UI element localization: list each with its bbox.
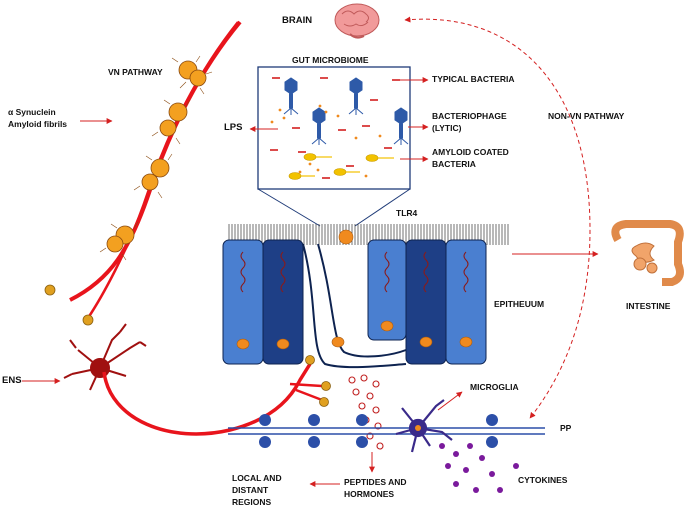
typical-bacteria bbox=[270, 77, 400, 179]
synuclein-label-line1: α Synuclein bbox=[8, 107, 56, 117]
local-regions-line1: LOCAL AND bbox=[232, 473, 282, 483]
bacteriophage-label-line2: (LYTIC) bbox=[432, 123, 462, 133]
microglia-arrow bbox=[437, 391, 463, 411]
pp-membrane bbox=[228, 414, 545, 448]
bacteriophage-label-line1: BACTERIOPHAGE bbox=[432, 111, 507, 121]
cytokines-label: CYTOKINES bbox=[518, 475, 568, 485]
brain-icon bbox=[334, 3, 380, 39]
nerve-terminals bbox=[305, 355, 331, 407]
epitheuum-label: EPITHEUUM bbox=[494, 299, 545, 309]
peptides-label-line1: PEPTIDES AND bbox=[344, 477, 407, 487]
ens-nerve-branch bbox=[289, 382, 323, 402]
intestine-icon bbox=[611, 220, 684, 286]
bacteriophage-icons bbox=[283, 77, 409, 145]
local-regions-line2: DISTANT bbox=[232, 485, 269, 495]
vn-pathway-label: VN PATHWAY bbox=[108, 67, 163, 77]
intestine-label: INTESTINE bbox=[626, 301, 671, 311]
non-vn-pathway-arc bbox=[404, 16, 591, 419]
typical-bacteria-label: TYPICAL BACTERIA bbox=[432, 74, 515, 84]
tlr4-label: TLR4 bbox=[396, 208, 418, 218]
ens-label: ENS bbox=[2, 375, 22, 386]
gut-microbiome-box bbox=[257, 66, 411, 227]
epithelial-cells bbox=[222, 229, 487, 369]
cytokine-particles bbox=[439, 443, 519, 493]
peptide-vesicles bbox=[348, 374, 384, 450]
peptides-label-line2: HORMONES bbox=[344, 489, 395, 499]
lps-particles bbox=[270, 104, 382, 178]
lps-label: LPS bbox=[224, 122, 243, 133]
pp-label: PP bbox=[560, 423, 572, 433]
synuclein-aggregates bbox=[99, 55, 213, 261]
non-vn-pathway-label: NON-VN PATHWAY bbox=[548, 111, 625, 121]
amyloid-coated-bacteria bbox=[288, 153, 394, 180]
amyloid-label-line2: BACTERIA bbox=[432, 159, 476, 169]
microglia-cell bbox=[395, 399, 453, 453]
ens-neuron bbox=[63, 323, 147, 391]
brain-label: BRAIN bbox=[282, 15, 313, 26]
local-regions-line3: REGIONS bbox=[232, 497, 272, 507]
amyloid-label-line1: AMYLOID COATED bbox=[432, 147, 509, 157]
synuclein-label-line2: Amyloid fibrils bbox=[8, 119, 68, 129]
gut-microbiome-label: GUT MICROBIOME bbox=[292, 55, 369, 65]
microbiome-callout-arrows bbox=[80, 77, 429, 162]
microglia-label: MICROGLIA bbox=[470, 382, 519, 392]
ens-nerve-fiber bbox=[102, 363, 312, 436]
